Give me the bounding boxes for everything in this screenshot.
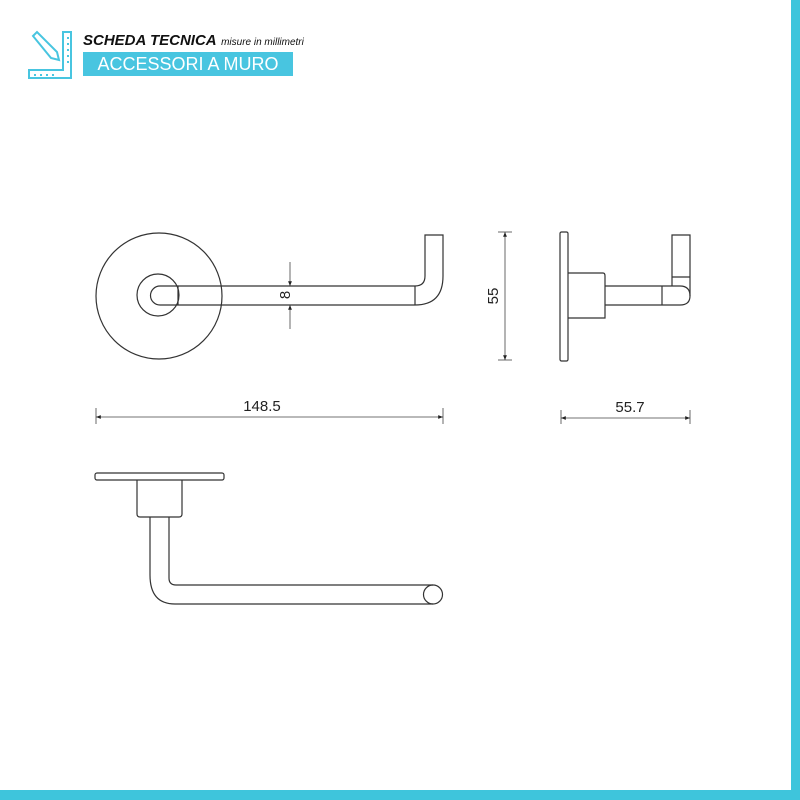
- top-view: [94, 472, 444, 605]
- category-banner: ACCESSORI A MURO: [83, 52, 293, 76]
- units-note: misure in millimetri: [221, 37, 304, 48]
- side-view: [559, 231, 691, 362]
- front-view: [95, 232, 444, 360]
- dim-height: 55: [485, 288, 502, 305]
- frame-border-right: [791, 0, 800, 800]
- dim-bar-diameter: 8: [277, 291, 294, 299]
- pencil-ruler-icon: [28, 30, 72, 79]
- dim-depth: 55.7: [615, 399, 644, 416]
- hub: [136, 273, 180, 317]
- title: SCHEDA TECNICA misure in millimetri: [83, 32, 304, 50]
- wall-plate: [95, 232, 223, 360]
- title-text: SCHEDA TECNICA: [83, 32, 217, 49]
- dim-length: 148.5: [243, 398, 281, 415]
- frame-border-bottom: [0, 790, 800, 800]
- arm: [149, 234, 444, 306]
